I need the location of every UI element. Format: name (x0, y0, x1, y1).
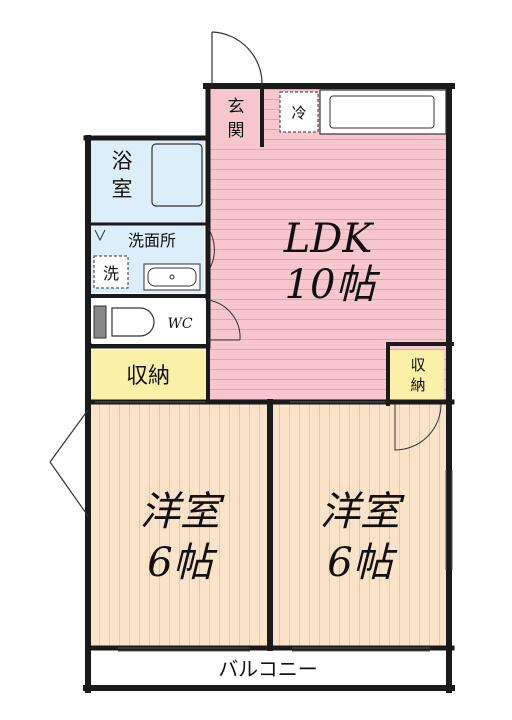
toilet-icon (111, 307, 155, 337)
entrance-floor (210, 89, 260, 145)
storage-right-floor (390, 350, 444, 400)
entrance-label-1: 玄 (228, 97, 245, 117)
fridge-label: 冷 (291, 104, 306, 122)
western-right-size: 6帖 (327, 540, 397, 586)
kitchen-counter (319, 89, 447, 135)
storage-left-label: 収納 (126, 364, 170, 389)
western-room-left-floor (90, 404, 268, 646)
western-left-name: 洋室 (140, 489, 225, 535)
storage-right-label-2: 納 (410, 376, 425, 394)
storage-right-label-1: 収 (410, 356, 425, 374)
balcony-label: バルコニー (218, 657, 318, 681)
storage-left-floor (90, 350, 206, 400)
washer-space (93, 255, 129, 289)
sink-icon (143, 263, 201, 291)
shower-icon (94, 229, 106, 242)
ldk-size: 10帖 (285, 262, 381, 308)
entrance-label-2: 関 (228, 121, 245, 141)
storage-door-icon[interactable] (394, 403, 442, 451)
bath-label-2: 室 (112, 177, 133, 201)
fridge-space (279, 91, 319, 133)
wc-tank (93, 305, 107, 339)
washroom-label: 洗面所 (128, 231, 176, 250)
western-right-name: 洋室 (320, 489, 405, 535)
entrance-door-icon[interactable] (211, 31, 263, 87)
washroom-door-icon[interactable] (207, 227, 215, 269)
wc-label: WC (167, 316, 192, 332)
wc-door-icon[interactable] (207, 299, 241, 341)
side-door-icon[interactable] (49, 409, 89, 517)
bathtub-icon (151, 143, 203, 207)
western-room-right-floor (272, 404, 448, 646)
western-left-size: 6帖 (147, 540, 217, 586)
ldk-name: LDK (283, 216, 375, 262)
bath-label-1: 浴 (112, 149, 133, 173)
windows (95, 401, 453, 652)
washer-label: 洗 (103, 264, 119, 283)
